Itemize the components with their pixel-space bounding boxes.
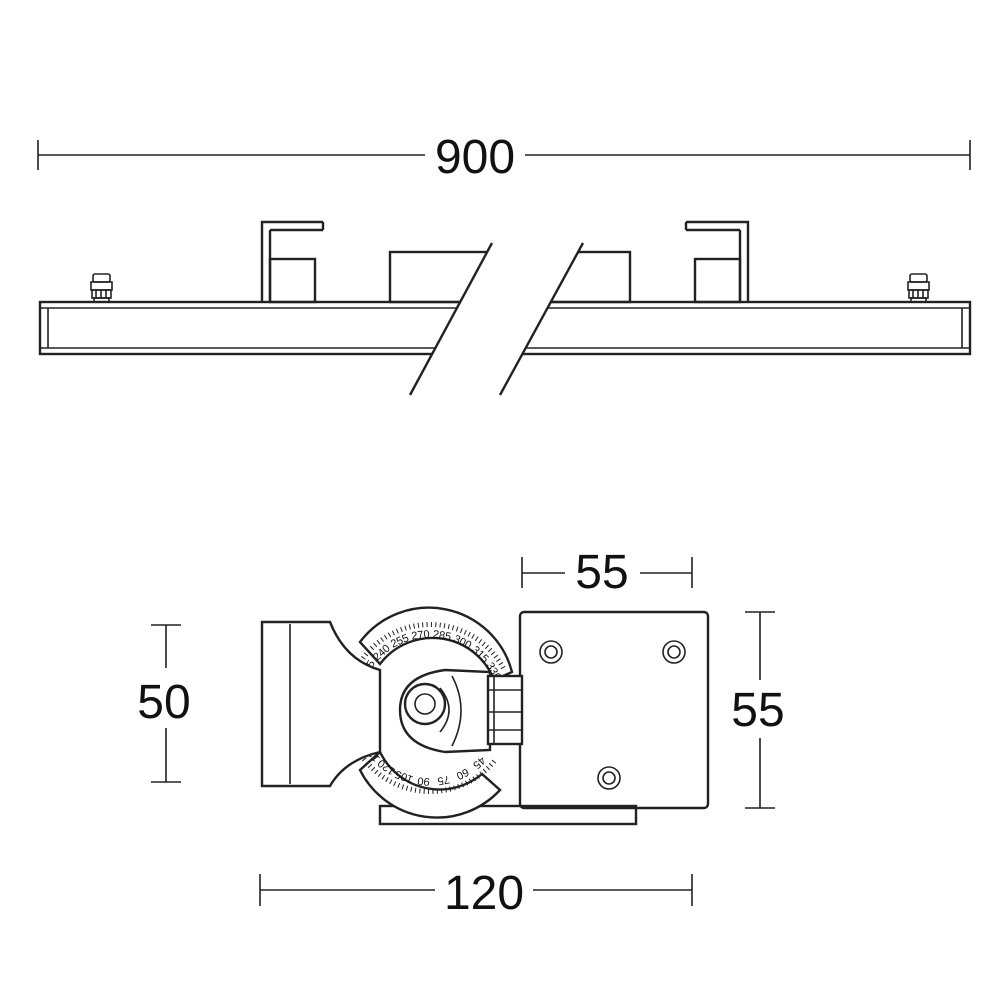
protractor-tick	[493, 654, 499, 659]
protractor-tick	[490, 651, 496, 656]
protractor-tick	[468, 778, 473, 784]
protractor-tick	[500, 665, 506, 670]
protractor-tick	[391, 630, 395, 636]
overall-length-dimension: 900	[37, 131, 971, 184]
protractor-tick	[487, 647, 493, 653]
screw-icon	[597, 766, 621, 790]
protractor-tick	[449, 786, 452, 792]
protractor-tick	[457, 783, 460, 789]
screw-icon	[539, 640, 563, 664]
protractor-tick	[395, 628, 399, 634]
module-width-dimension: 55	[521, 546, 693, 599]
protractor-tick	[439, 622, 441, 628]
protractor-tick	[370, 766, 376, 772]
protractor-tick	[447, 624, 450, 630]
protractor-tick	[498, 662, 504, 666]
protractor-tick	[485, 765, 491, 771]
total-depth-dimension: 120	[259, 867, 693, 920]
overall-length-label: 900	[435, 131, 515, 184]
left-mounting-clip	[260, 220, 325, 304]
protractor-label: 90	[417, 774, 430, 787]
bracket-height-dimension: 55	[731, 611, 785, 809]
protractor-tick	[389, 779, 393, 785]
protractor-tick	[373, 642, 378, 648]
protractor-label: 60	[454, 765, 470, 781]
luminaire-end-view: 2252402552702853003153301351201059075604…	[260, 606, 710, 826]
protractor-label: 270	[411, 628, 431, 642]
protractor-tick	[461, 782, 465, 788]
protractor-tick	[381, 774, 386, 780]
protractor-tick	[363, 652, 369, 657]
protractor-tick	[419, 788, 421, 794]
protractor-tick	[444, 787, 447, 793]
protractor-tick	[397, 782, 401, 788]
protractor-tick	[380, 637, 384, 642]
protractor-tick	[387, 632, 392, 638]
protractor-tick	[476, 774, 480, 779]
protractor-tick	[491, 759, 497, 764]
protractor-tick	[366, 648, 372, 654]
protractor-tick	[443, 623, 446, 629]
protractor-tick	[369, 645, 375, 651]
protractor-tick	[453, 785, 456, 791]
protractor-tick	[417, 622, 420, 628]
protractor-tick	[401, 784, 405, 790]
protractor-tick	[474, 636, 479, 642]
side-height-label: 50	[137, 676, 190, 729]
protractor-tick	[467, 631, 471, 637]
protractor-tick	[478, 639, 483, 644]
left-cable-gland	[90, 273, 113, 303]
protractor-tick	[384, 634, 388, 640]
base-plate	[378, 804, 638, 826]
lamp-housing	[260, 620, 382, 788]
protractor-tick	[496, 658, 501, 662]
pivot-hinge	[398, 668, 492, 754]
protractor-tick	[410, 786, 413, 792]
bracket-height-label: 55	[731, 684, 784, 737]
protractor-tick	[482, 768, 487, 774]
protractor-tick	[404, 625, 407, 631]
protractor-tick	[471, 634, 475, 639]
protractor-tick	[405, 785, 409, 791]
protractor-tick	[472, 776, 476, 782]
protractor-ticks	[353, 622, 506, 794]
protractor-tick	[440, 788, 443, 794]
break-gap	[410, 243, 583, 395]
protractor-tick	[481, 641, 486, 647]
protractor-tick	[364, 760, 370, 765]
right-cable-gland	[907, 273, 930, 303]
luminaire-side-view	[38, 220, 972, 396]
protractor-tick	[374, 769, 379, 775]
protractor-tick	[385, 777, 389, 782]
protractor-tick	[361, 757, 367, 762]
protractor-tick	[413, 623, 416, 629]
protractor-tick	[377, 772, 382, 777]
protractor-tick	[463, 629, 467, 635]
protractor-tick	[408, 624, 411, 630]
protractor-tick	[361, 655, 366, 660]
protractor-tick	[367, 763, 373, 769]
total-depth-label: 120	[444, 867, 524, 920]
protractor-tick	[393, 781, 397, 787]
protractor-tick	[400, 627, 403, 633]
protractor-tick	[488, 762, 494, 768]
protractor-tick	[455, 626, 459, 632]
protractor-tick	[414, 787, 417, 793]
right-mounting-clip	[684, 220, 750, 304]
protractor-label: 285	[432, 628, 452, 643]
protractor-tick	[479, 771, 484, 777]
protractor-tick	[376, 639, 381, 645]
protractor-tick	[465, 780, 469, 786]
protractor-tick	[484, 644, 490, 650]
side-height-dimension: 50	[137, 624, 191, 783]
module-width-label: 55	[575, 546, 628, 599]
clamp-nut	[486, 674, 524, 746]
protractor-tick	[451, 625, 455, 631]
protractor-label: 45	[470, 754, 487, 771]
protractor-label: 75	[436, 773, 450, 787]
screw-icon	[662, 640, 686, 664]
protractor-tick	[459, 628, 463, 634]
